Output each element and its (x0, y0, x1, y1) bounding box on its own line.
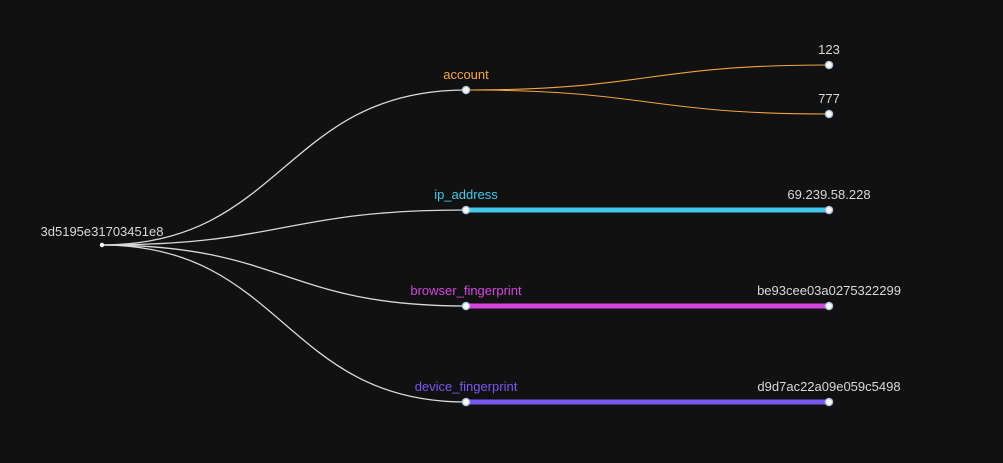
value-node-device-fingerprint[interactable] (824, 397, 834, 407)
link-layer (101, 64, 830, 405)
value-label-account: 123 (818, 42, 840, 57)
value-link-account (465, 64, 830, 91)
value-node-browser-fingerprint[interactable] (824, 301, 834, 311)
root-link-browser-fingerprint (101, 244, 467, 307)
value-label-account: 777 (818, 91, 840, 106)
category-node-browser-fingerprint[interactable] (461, 301, 471, 311)
category-node-account[interactable] (461, 85, 471, 95)
category-label-account: account (443, 67, 489, 82)
node-layer (99, 60, 834, 407)
value-label-browser-fingerprint: be93cee03a0275322299 (757, 283, 901, 298)
category-node-device-fingerprint[interactable] (461, 397, 471, 407)
value-node-account[interactable] (824, 109, 834, 119)
root-label: 3d5195e31703451e8 (41, 224, 164, 239)
root-link-account (101, 89, 467, 246)
value-link-account (465, 89, 830, 115)
category-label-browser-fingerprint: browser_fingerprint (410, 283, 522, 298)
label-layer: 3d5195e31703451e8 account 123 777 ip_address… (41, 42, 901, 394)
value-node-ip-address[interactable] (824, 205, 834, 215)
category-label-device-fingerprint: device_fingerprint (415, 379, 518, 394)
root-link-ip-address (101, 209, 467, 246)
value-label-device-fingerprint: d9d7ac22a09e059c5498 (757, 379, 900, 394)
value-node-account[interactable] (824, 60, 834, 70)
root-link-device-fingerprint (101, 244, 467, 403)
root-node[interactable] (99, 242, 105, 248)
value-label-ip-address: 69.239.58.228 (787, 187, 870, 202)
category-node-ip-address[interactable] (461, 205, 471, 215)
category-label-ip-address: ip_address (434, 187, 498, 202)
